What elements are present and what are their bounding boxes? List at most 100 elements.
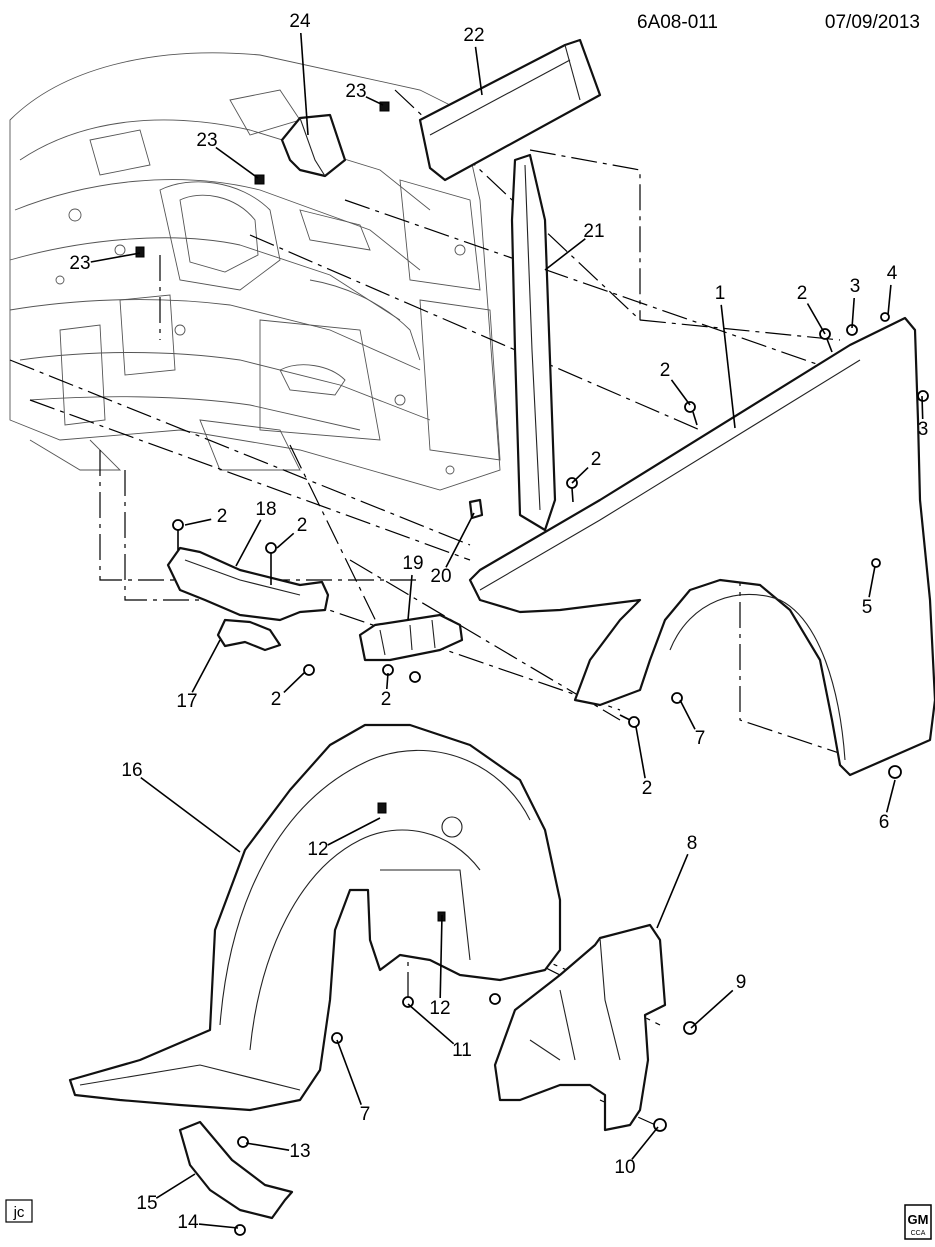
callout-22: 22 xyxy=(463,25,485,96)
callout-label: 7 xyxy=(695,728,706,749)
callout-2: 2 xyxy=(797,283,826,335)
callout-15: 15 xyxy=(136,1173,196,1214)
callout-leader xyxy=(235,519,262,567)
callout-leader xyxy=(191,639,221,693)
part-15-deflector xyxy=(178,1120,294,1220)
part-18-bracket xyxy=(166,546,330,622)
part-17-bracket xyxy=(216,618,282,652)
callout-label: 24 xyxy=(289,11,311,32)
callout-label: 16 xyxy=(121,760,142,781)
callout-leader xyxy=(656,853,689,929)
callout-label: 9 xyxy=(736,972,747,993)
gm-logo-subtext: CCA xyxy=(911,1230,926,1237)
callout-label: 11 xyxy=(452,1040,472,1061)
callout-leader xyxy=(327,817,381,846)
callout-label: 3 xyxy=(850,276,861,297)
corner-tag-text: jc xyxy=(13,1204,25,1221)
callout-17: 17 xyxy=(176,639,221,712)
callout-label: 2 xyxy=(271,689,282,710)
callout-label: 2 xyxy=(660,360,671,381)
part-21-seal xyxy=(510,153,557,532)
drawing-date: 07/09/2013 xyxy=(825,12,920,33)
callout-label: 8 xyxy=(687,833,698,854)
callout-leader xyxy=(887,284,892,316)
callout-2: 2 xyxy=(184,506,228,527)
gm-logo: GM CCA xyxy=(904,1204,932,1240)
callout-label: 2 xyxy=(642,778,653,799)
callout-2: 2 xyxy=(381,672,392,710)
callout-2: 2 xyxy=(571,449,602,484)
callout-23: 23 xyxy=(196,130,259,179)
callout-label: 2 xyxy=(217,506,228,527)
gm-logo-text: GM xyxy=(908,1212,929,1227)
drawing-id: 6A08-011 xyxy=(637,12,718,33)
callout-14: 14 xyxy=(177,1212,239,1233)
part-1-fender xyxy=(468,316,935,777)
callout-label: 20 xyxy=(430,566,451,587)
callout-1: 1 xyxy=(715,283,736,429)
callout-3: 3 xyxy=(850,276,861,329)
callout-label: 4 xyxy=(887,263,898,284)
callout-leader xyxy=(276,532,295,549)
callout-label: 10 xyxy=(614,1157,635,1178)
callout-7: 7 xyxy=(336,1039,371,1125)
part-16-liner xyxy=(68,723,562,1112)
callout-2: 2 xyxy=(276,515,308,549)
callout-leader xyxy=(336,1039,362,1105)
callout-23: 23 xyxy=(69,252,141,274)
callout-label: 1 xyxy=(715,283,726,304)
callout-leader xyxy=(245,1142,290,1151)
callout-leader xyxy=(544,238,586,271)
callout-16: 16 xyxy=(121,760,241,853)
callout-23: 23 xyxy=(345,81,384,106)
callout-label: 7 xyxy=(360,1104,371,1125)
callout-label: 3 xyxy=(918,419,929,440)
callout-label: 2 xyxy=(381,689,392,710)
callout-leader xyxy=(439,914,443,999)
callout-12: 12 xyxy=(307,817,381,860)
callout-leader xyxy=(365,96,384,106)
callout-label: 2 xyxy=(797,283,808,304)
callout-4: 4 xyxy=(887,263,898,316)
callout-label: 18 xyxy=(255,499,276,520)
callout-leader xyxy=(215,146,259,179)
part-24-bracket xyxy=(280,113,347,178)
callout-2: 2 xyxy=(635,726,653,799)
callout-11: 11 xyxy=(407,1003,472,1061)
callout-leader xyxy=(90,252,141,263)
callout-leader xyxy=(407,1003,455,1045)
callout-label: 23 xyxy=(69,253,90,274)
callout-leader xyxy=(670,379,691,406)
callout-label: 23 xyxy=(345,81,366,102)
callout-18: 18 xyxy=(235,499,277,567)
callout-24: 24 xyxy=(289,11,311,136)
callout-3: 3 xyxy=(918,395,929,440)
callout-label: 15 xyxy=(136,1193,157,1214)
callout-leader xyxy=(690,989,734,1029)
callout-2: 2 xyxy=(271,671,306,710)
callout-leader xyxy=(720,304,736,429)
callout-leader xyxy=(868,565,876,598)
part-8-shield xyxy=(493,923,667,1132)
callout-8: 8 xyxy=(656,833,698,929)
callout-label: 19 xyxy=(402,553,423,574)
callout-leader xyxy=(445,512,475,568)
callout-leader xyxy=(571,467,589,484)
callout-label: 2 xyxy=(297,515,308,536)
callout-13: 13 xyxy=(245,1141,311,1162)
callout-leader xyxy=(885,779,896,813)
callout-21: 21 xyxy=(544,221,605,271)
callout-label: 5 xyxy=(862,597,873,618)
callout-9: 9 xyxy=(690,972,747,1029)
part-20-clip xyxy=(468,498,484,520)
callout-leader xyxy=(386,672,389,690)
callout-20: 20 xyxy=(430,512,475,587)
part-22-panel xyxy=(418,38,602,182)
callout-label: 13 xyxy=(289,1141,310,1162)
callout-leader xyxy=(474,46,483,96)
corner-tag: jc xyxy=(5,1199,33,1223)
callout-label: 17 xyxy=(176,691,197,712)
callout-label: 2 xyxy=(591,449,602,470)
